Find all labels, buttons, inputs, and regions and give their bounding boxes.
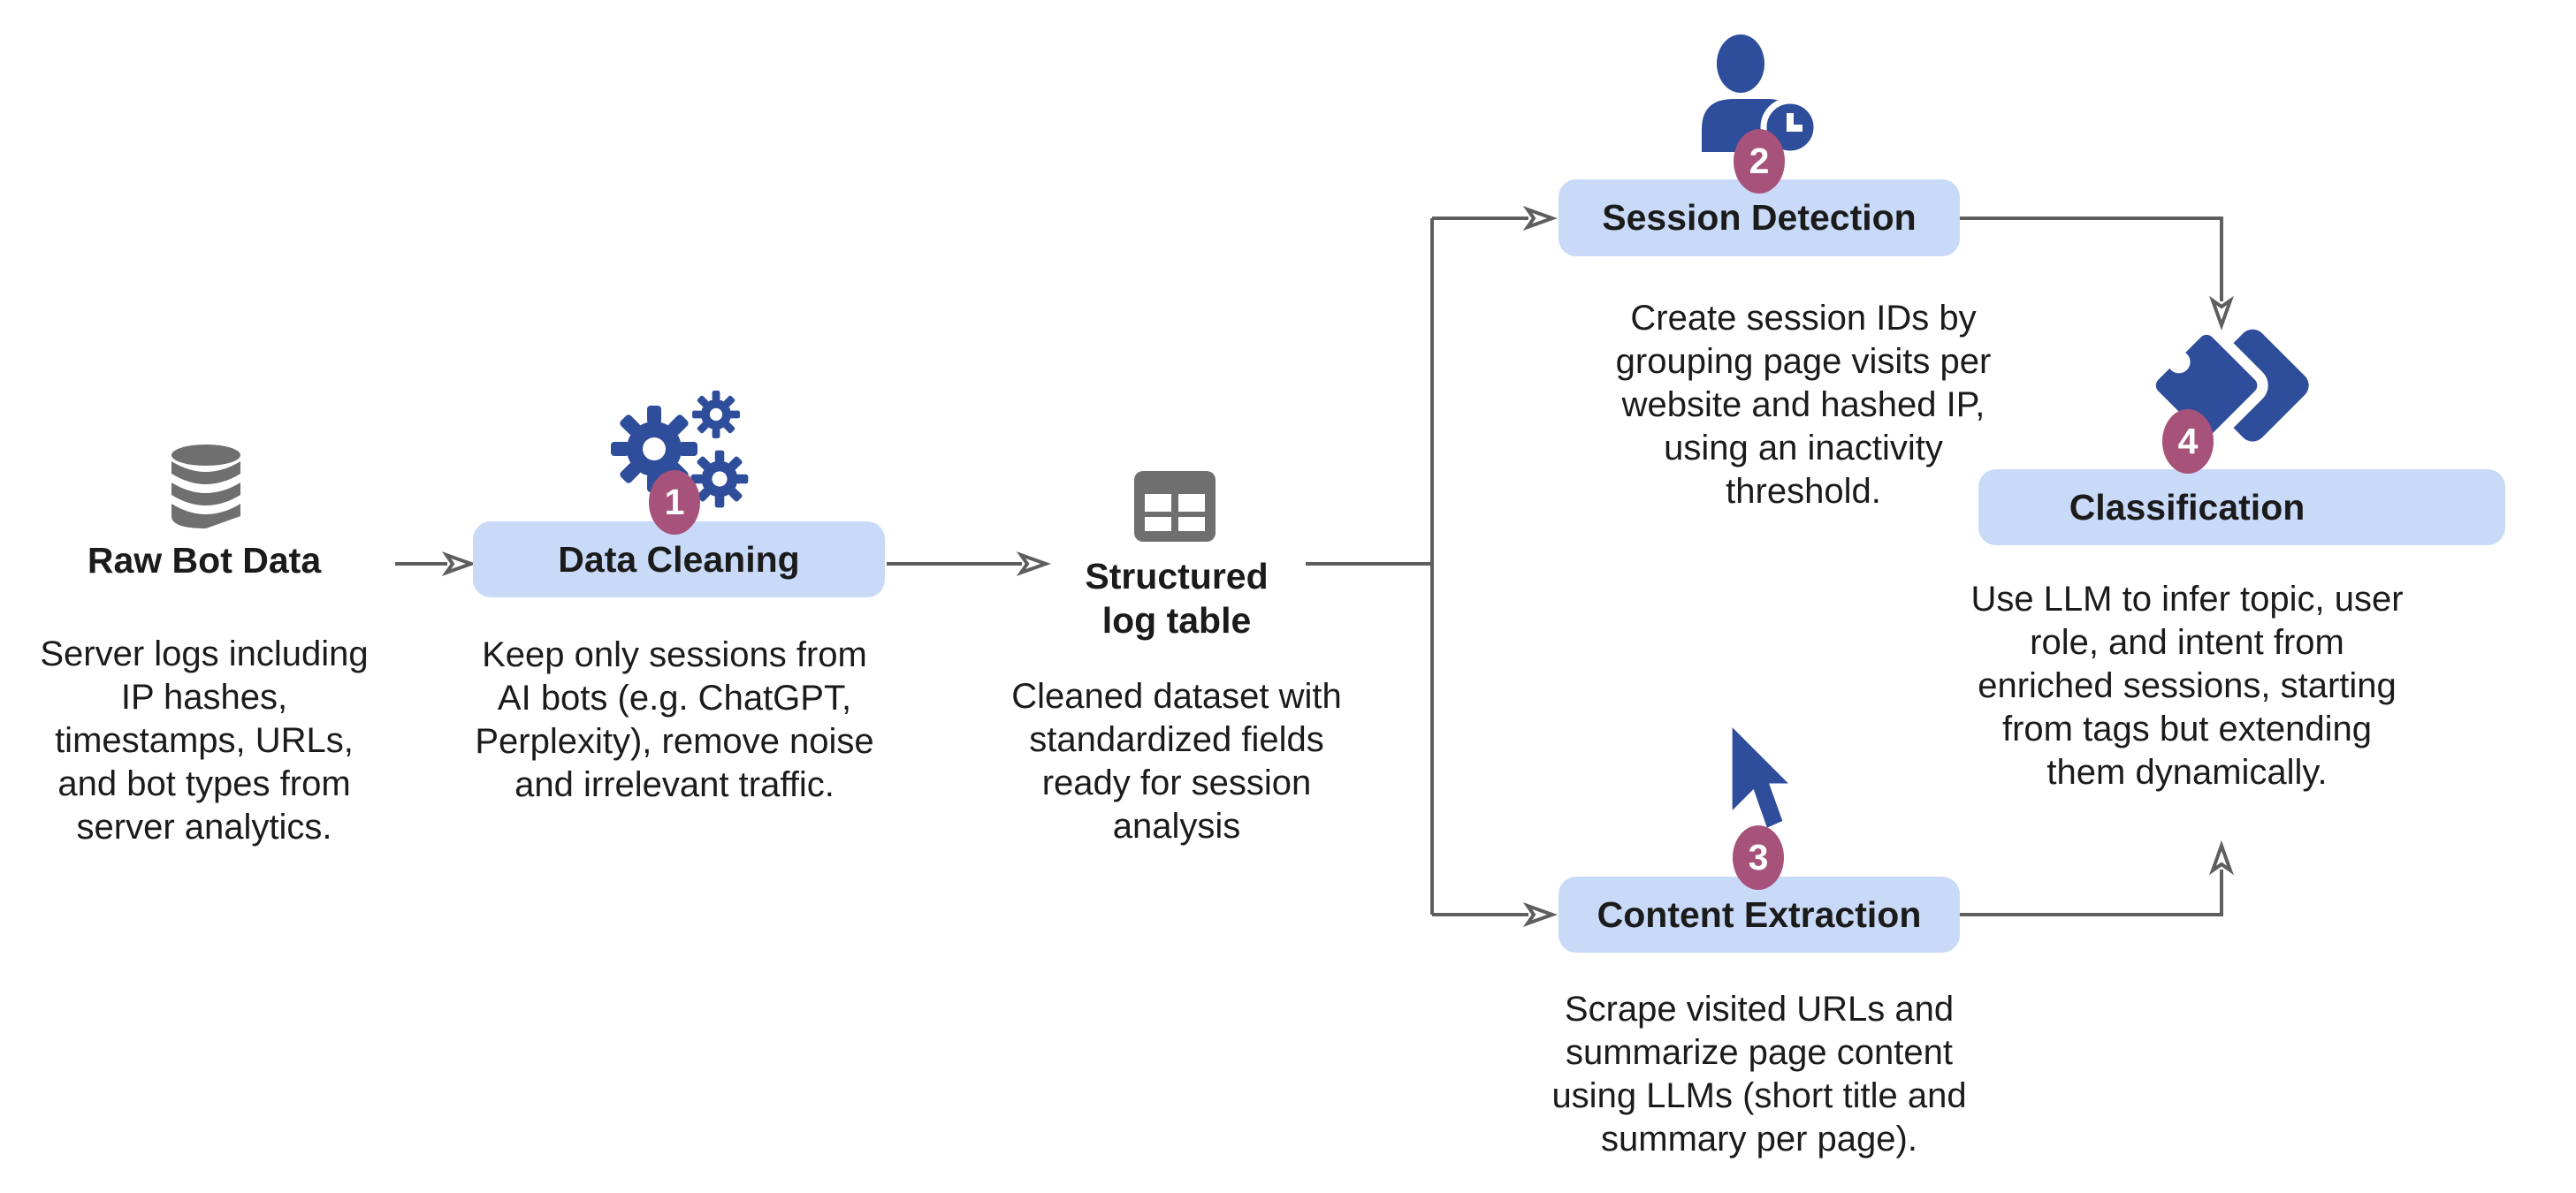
step-badge-4: 4 (2162, 409, 2214, 474)
flow-node-classification: Classification (1978, 469, 2505, 545)
cursor-icon (1732, 727, 1788, 828)
content-extraction-description: Scrape visited URLs and summarize page c… (1551, 990, 1967, 1159)
data-cleaning-label: Data Cleaning (558, 538, 800, 580)
table-icon (1134, 471, 1216, 542)
step-badge-1: 1 (649, 470, 700, 535)
structured-log-table-title: Structured log table (1085, 556, 1269, 641)
content-extraction-label: Content Extraction (1597, 893, 1922, 935)
classification-label: Classification (2069, 486, 2305, 528)
raw-bot-data-title: Raw Bot Data (87, 540, 322, 581)
step-badge-2: 2 (1734, 129, 1785, 194)
arrow-session-to-classification (1960, 217, 2234, 331)
classification-description: Use LLM to infer topic, user role, and i… (1970, 580, 2404, 792)
raw-bot-data-description: Server logs including IP hashes, timesta… (40, 634, 369, 847)
database-icon (171, 445, 240, 528)
session-detection-label: Session Detection (1602, 197, 1917, 238)
tags-icon (2145, 323, 2309, 447)
session-detection-description: Create session IDs by grouping page visi… (1615, 299, 1992, 511)
structured-log-table-description: Cleaned dataset with standardized fields… (1011, 677, 1342, 846)
data-cleaning-description: Keep only sessions from AI bots (e.g. Ch… (475, 635, 874, 804)
arrow-content-to-classification (1960, 840, 2234, 916)
step-badge-3: 3 (1733, 825, 1784, 890)
